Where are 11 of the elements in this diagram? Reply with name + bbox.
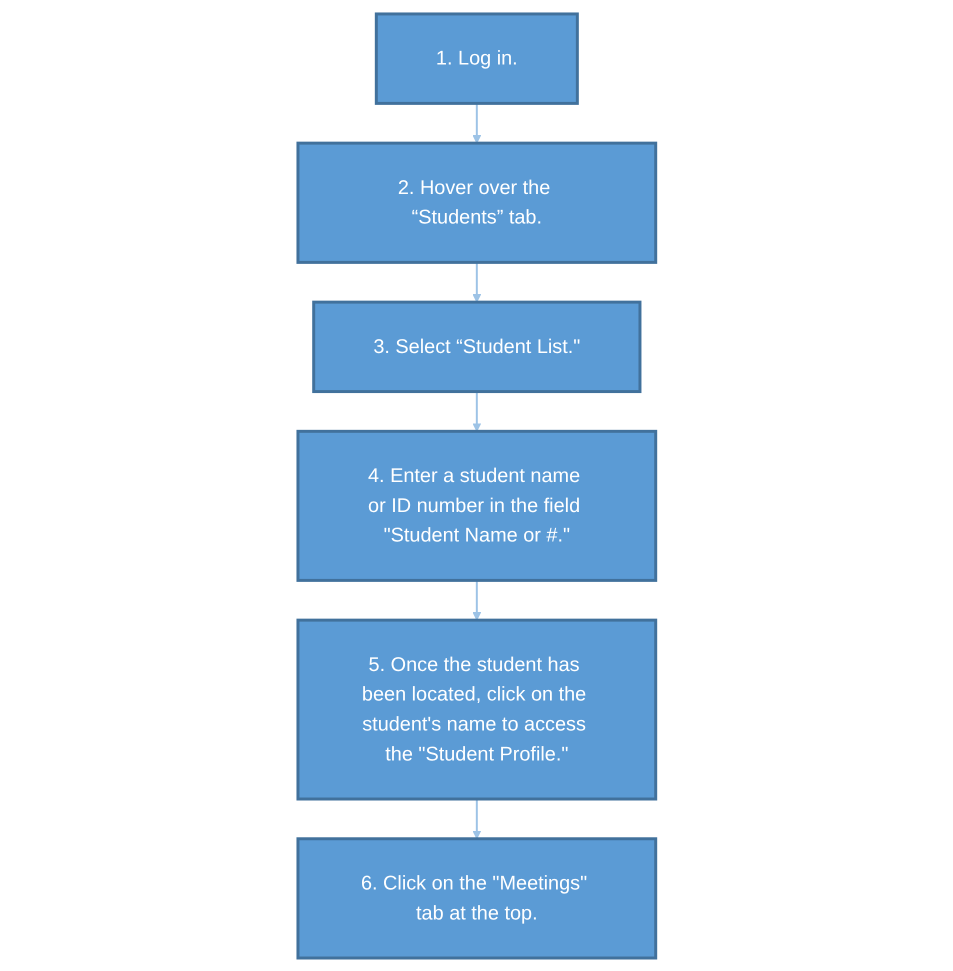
node-box: 4. Enter a student name or ID number in the field "Student Name or #." [296,429,657,582]
node-box: 1. Log in. [374,12,578,104]
node-box: 5. Once the student has been located, click on the student's name to access the "Student Profile." [296,618,657,800]
arrow [472,102,481,144]
node-box: 2. Hover over the “Students” tab. [296,141,657,264]
arrow [472,798,481,839]
arrow [472,391,481,432]
node-box: 3. Select “Student List." [312,300,642,393]
arrow [472,580,481,620]
node-box: 6. Click on the "Meetings" tab at the top. [296,836,657,960]
arrow [472,262,481,302]
